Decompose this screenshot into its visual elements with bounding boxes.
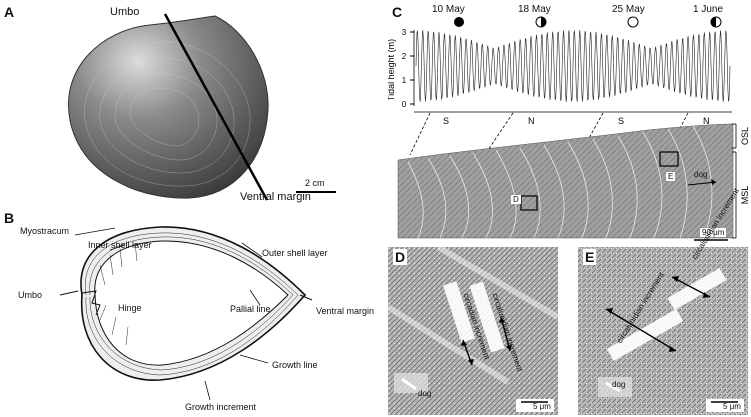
- shell-photo: [68, 13, 336, 201]
- shell-layers: [84, 232, 299, 376]
- box-d-label: D: [511, 195, 521, 204]
- shell-micrograph: [397, 123, 734, 239]
- box-e-label: E: [666, 172, 676, 181]
- panel-a-letter: A: [4, 4, 15, 20]
- last-quarter-moon-icon: [710, 16, 722, 28]
- full-moon-icon: [627, 16, 639, 28]
- spring-neap-3: S: [618, 116, 624, 126]
- osl-label: OSL: [740, 127, 750, 145]
- y-tick-1: 1: [402, 76, 407, 85]
- panel-b-letter: B: [4, 210, 15, 226]
- y-axis-title: Tidal height (m): [388, 39, 396, 101]
- dog-label-c: dog: [694, 170, 708, 179]
- msl-label: MSL: [740, 186, 750, 205]
- hinge: [81, 290, 101, 316]
- dog-arrow: [687, 181, 717, 186]
- label-hinge: Hinge: [118, 303, 142, 313]
- label-umbo-b: Umbo: [18, 290, 43, 300]
- y-tick-0: 0: [402, 100, 407, 109]
- tide-chart: 0 1 2 3 Tidal height (m) S N S N: [388, 16, 750, 241]
- y-tick-2: 2: [402, 52, 407, 61]
- tide-series-line: [415, 29, 731, 103]
- panel-c-letter: C: [392, 4, 403, 20]
- spring-neap-1: S: [443, 116, 449, 126]
- label-myostracum: Myostracum: [20, 226, 70, 236]
- date-1: 10 May: [432, 4, 465, 15]
- label-inner-shell-layer: Inner shell layer: [88, 240, 152, 250]
- spring-neap-2: N: [528, 116, 535, 126]
- micrograph-e: [578, 247, 748, 415]
- umbo-ventral-axis: [163, 13, 269, 201]
- panel-d-letter: D: [393, 249, 408, 265]
- dog-arrow-e: [605, 381, 621, 393]
- panel-e-letter: E: [583, 249, 597, 265]
- scale-label-d: 5 μm: [533, 402, 551, 411]
- scale-label-c: 90 μm: [700, 228, 727, 237]
- label-growth-increment: Growth increment: [185, 402, 257, 412]
- label-pallial-line: Pallial line: [230, 304, 271, 314]
- label-growth-line: Growth line: [272, 360, 318, 370]
- label-outer-shell-layer: Outer shell layer: [262, 248, 328, 258]
- new-moon-icon: [454, 17, 464, 27]
- date-3: 25 May: [612, 4, 645, 15]
- scale-label-e: 5 μm: [723, 402, 741, 411]
- micrograph-d: [388, 247, 558, 415]
- box-e: [659, 151, 679, 167]
- dog-label-d: dog: [418, 389, 432, 398]
- dog-arrow-d: [401, 377, 417, 391]
- shell-outline: [68, 15, 269, 199]
- box-d: [520, 195, 538, 211]
- spring-neap-4: N: [703, 116, 710, 126]
- shell-cross-section: [59, 226, 313, 401]
- dog-label-e: dog: [612, 380, 626, 389]
- label-ventral-margin: Ventral margin: [240, 191, 311, 203]
- micrograph-growth-lines: [407, 125, 713, 239]
- date-4: 1 June: [693, 4, 724, 15]
- y-tick-3: 3: [402, 28, 407, 37]
- scale-label-a: 2 cm: [305, 178, 325, 188]
- label-umbo: Umbo: [110, 6, 140, 18]
- date-2: 18 May: [518, 4, 551, 15]
- label-ventral-margin-b: Ventral margin: [316, 306, 375, 316]
- first-quarter-moon-icon: [535, 16, 547, 28]
